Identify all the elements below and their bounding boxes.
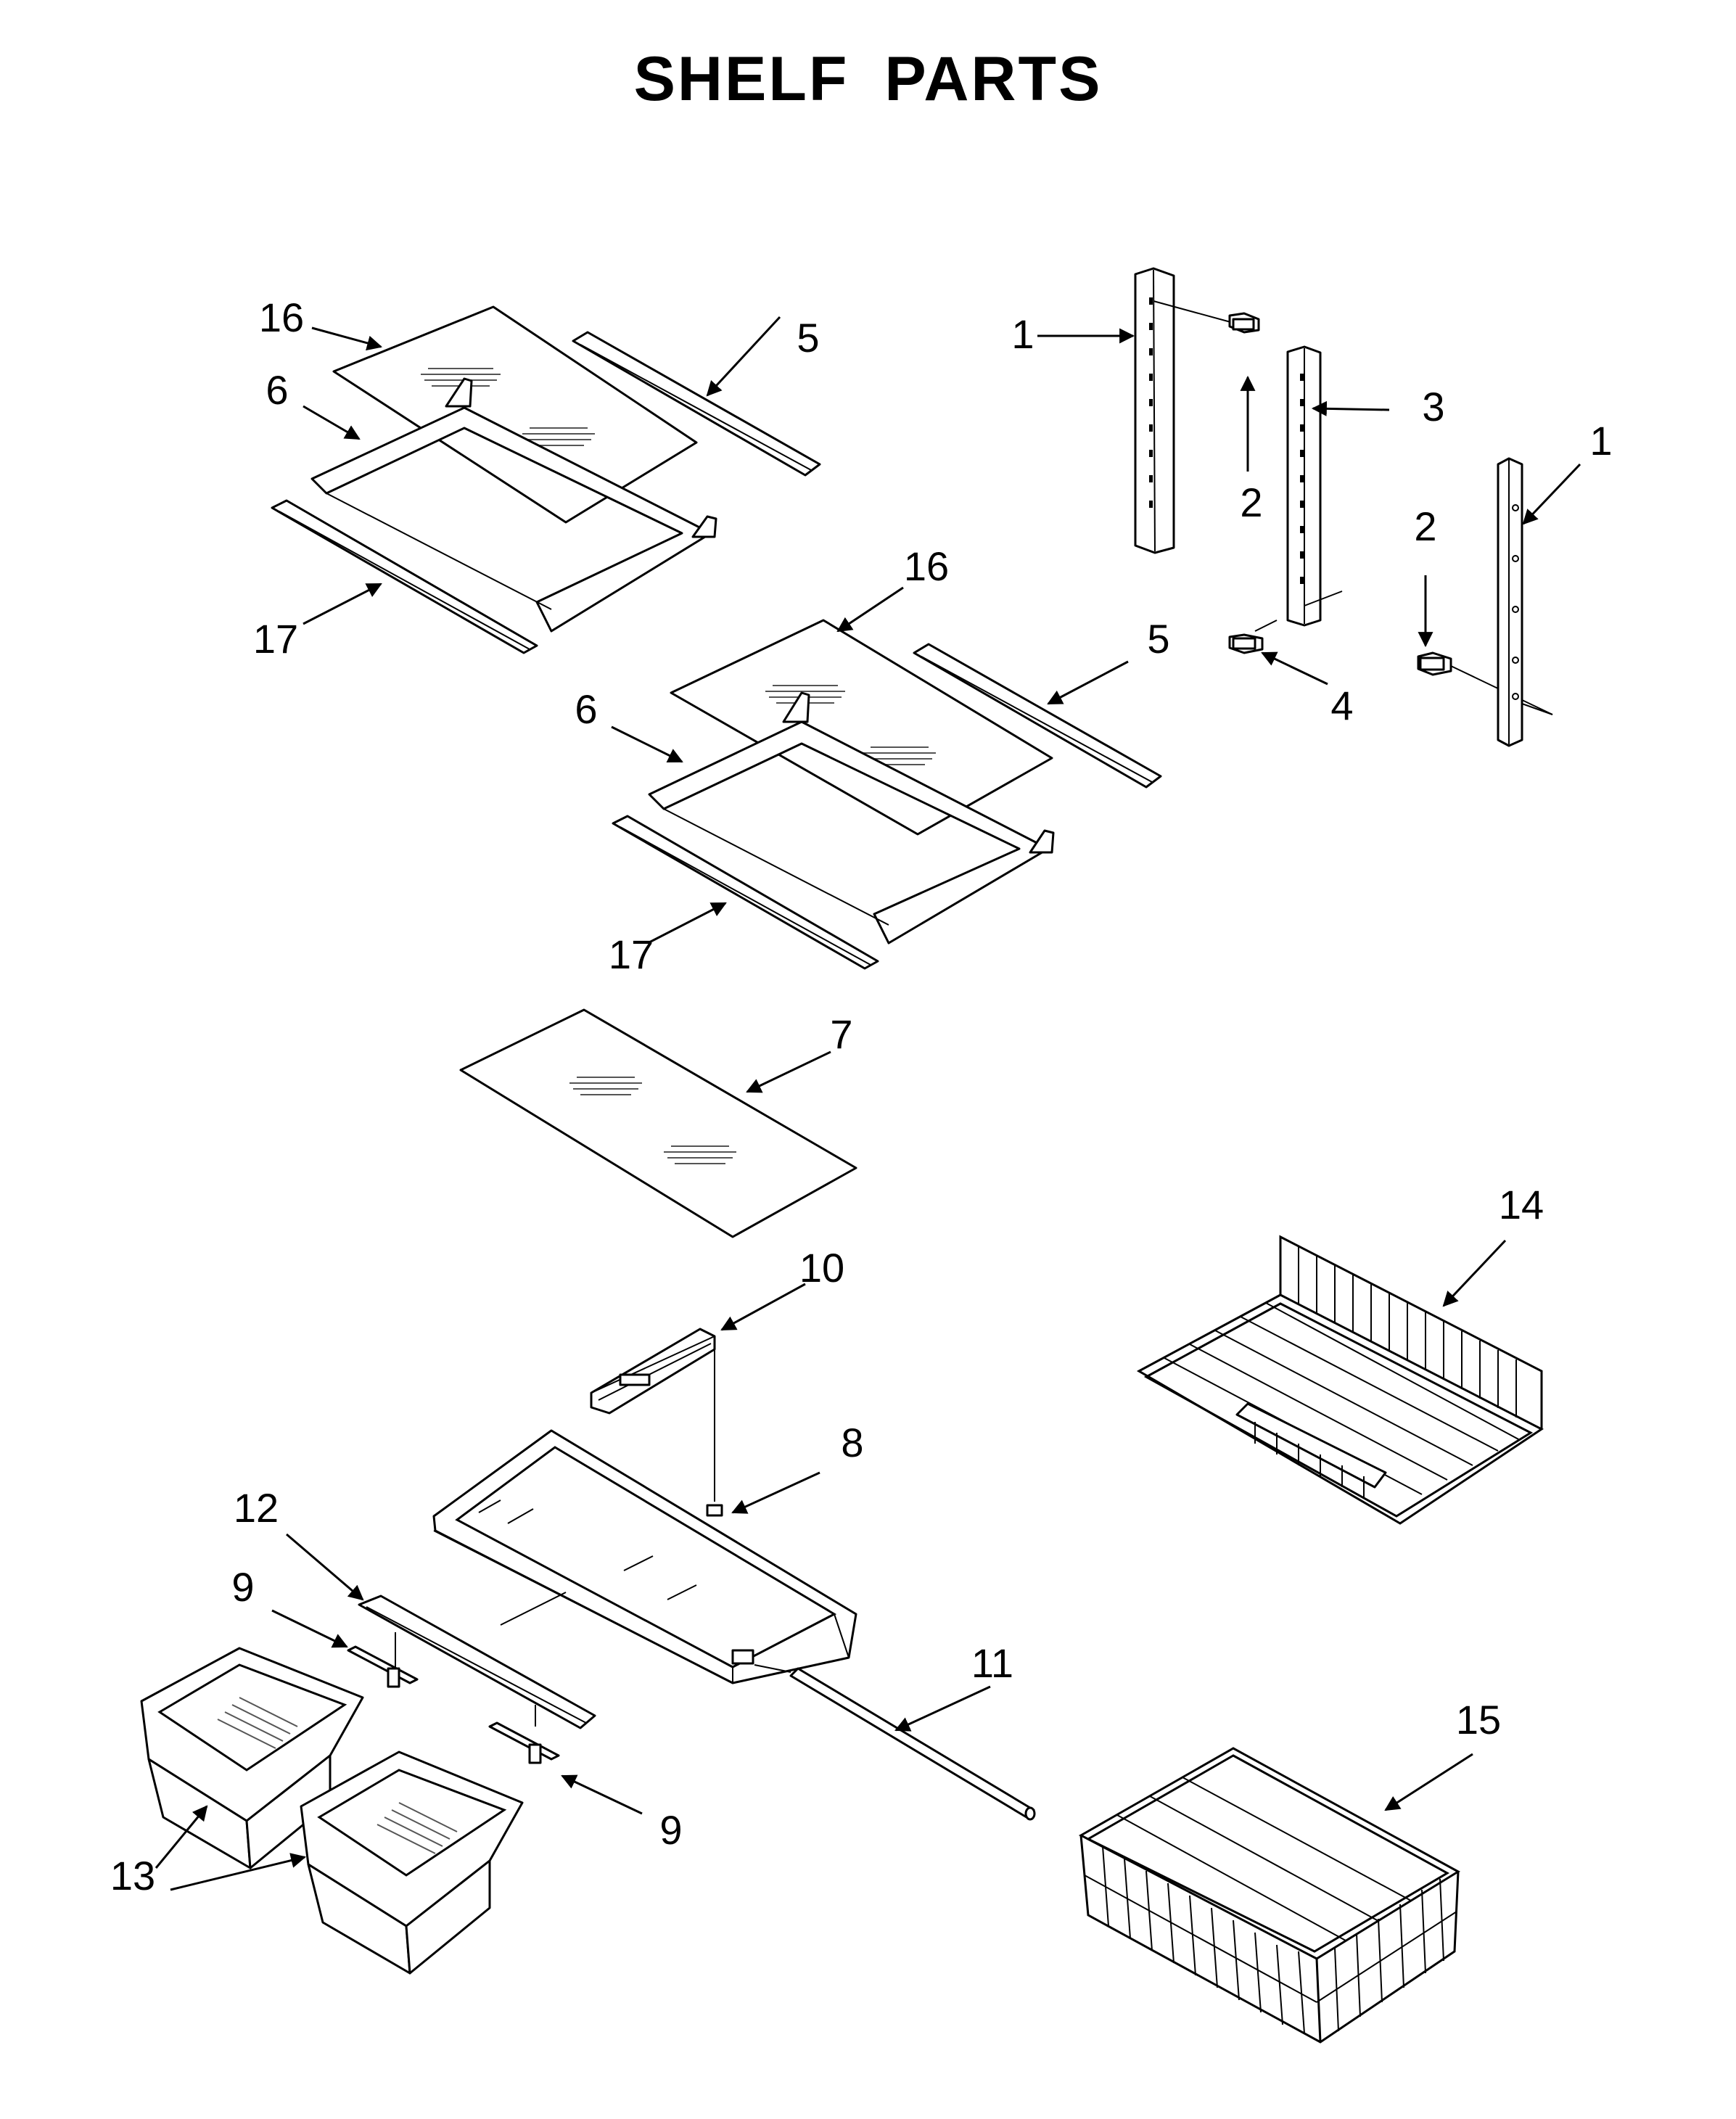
shelf-trim-front-upper — [271, 499, 538, 654]
leader-arrows — [155, 316, 1581, 1891]
frame-bracket-left-upper — [445, 377, 473, 408]
shelf-assembly-upper — [271, 305, 821, 654]
callout-12: 12 — [234, 1485, 279, 1531]
callout-labels: 16 6 5 17 16 6 5 17 7 1 2 3 1 2 4 14 10 … — [110, 295, 1613, 1898]
alignment-line — [1304, 591, 1343, 606]
alignment-line — [1153, 300, 1234, 324]
wire-shelf-front-bin — [1235, 1402, 1387, 1489]
callout-9-upper: 9 — [231, 1564, 254, 1610]
shelf-assembly-middle — [612, 619, 1162, 970]
crisper-cover-trim-12 — [358, 1595, 596, 1729]
shelf-trim-rear-middle — [913, 643, 1162, 789]
callout-13: 13 — [110, 1853, 155, 1898]
alignment-line — [1254, 620, 1278, 632]
callout-11: 11 — [971, 1640, 1013, 1686]
glass-reflection-marks — [421, 368, 595, 446]
callout-1-left: 1 — [1011, 311, 1034, 357]
screw-2-upper — [1228, 312, 1260, 334]
alignment-line — [1521, 703, 1553, 715]
shelf-glass-middle — [670, 619, 1053, 836]
screw-2-lower — [1417, 651, 1452, 676]
glass-shelf-7 — [459, 1008, 857, 1238]
page-title: SHELF PARTS — [633, 44, 1103, 114]
callout-5-upper: 5 — [797, 315, 819, 361]
frame-bracket-right-upper — [691, 515, 717, 538]
frame-bracket-right-middle — [1029, 829, 1055, 854]
support-rod-11 — [789, 1667, 1036, 1821]
callout-4: 4 — [1330, 683, 1353, 728]
callout-6-middle: 6 — [575, 686, 597, 732]
shelf-trim-front-middle — [612, 815, 879, 970]
callout-3: 3 — [1422, 384, 1444, 429]
callout-6-upper: 6 — [266, 367, 288, 413]
callout-10: 10 — [799, 1245, 844, 1291]
callout-8: 8 — [841, 1420, 863, 1465]
callout-2-lower: 2 — [1414, 503, 1436, 549]
bracket-9-lower — [488, 1721, 560, 1764]
callout-2-upper: 2 — [1240, 480, 1262, 525]
crisper-drawer-right — [300, 1750, 524, 1975]
callout-15: 15 — [1456, 1697, 1501, 1742]
shelf-trim-rear-upper — [572, 331, 821, 477]
callout-16-middle: 16 — [904, 543, 949, 589]
screw-4 — [1228, 633, 1264, 654]
shelf-slide-10 — [590, 1328, 716, 1415]
callout-7: 7 — [830, 1011, 852, 1057]
callout-14: 14 — [1499, 1182, 1544, 1227]
shelf-rail-left — [1134, 267, 1175, 554]
shelf-rail-center — [1286, 345, 1322, 627]
callout-1-right: 1 — [1589, 418, 1612, 464]
callout-9-lower: 9 — [659, 1807, 682, 1853]
shelf-rail-right — [1497, 457, 1523, 747]
callout-17-middle: 17 — [609, 931, 654, 977]
callout-5-middle: 5 — [1147, 616, 1169, 662]
alignment-line — [500, 1592, 567, 1626]
shelf-frame-middle — [648, 720, 1050, 945]
callout-16-upper: 16 — [259, 295, 304, 340]
bracket-9-upper — [347, 1645, 419, 1688]
wire-basket-15 — [1078, 1747, 1460, 2044]
crisper-cover-frame-8 — [432, 1429, 857, 1684]
wire-shelf-14 — [1136, 1235, 1544, 1525]
alignment-line — [754, 1664, 791, 1673]
frame-bracket-left-middle — [782, 691, 810, 723]
callout-17-upper: 17 — [253, 616, 298, 662]
shelf-glass-upper — [332, 305, 698, 524]
